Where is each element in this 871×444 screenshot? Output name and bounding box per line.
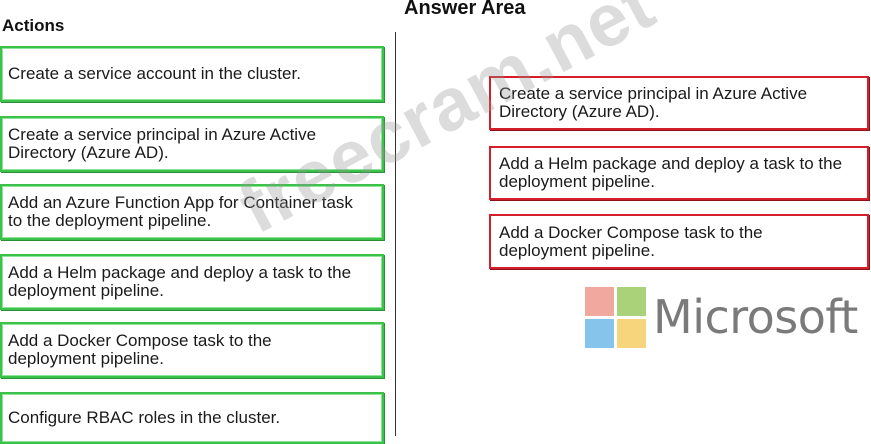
answer-item-label: Create a service principal in Azure Acti… <box>499 84 808 121</box>
answer-item-label: Add a Helm package and deploy a task to … <box>499 154 843 191</box>
logo-square-blue <box>585 319 614 348</box>
action-item-label: Add an Azure Function App for Container … <box>8 193 353 230</box>
action-item-add-function-app-task[interactable]: Add an Azure Function App for Container … <box>0 184 384 240</box>
action-item-label: Create a service principal in Azure Acti… <box>8 125 317 162</box>
action-item-add-docker-compose-task[interactable]: Add a Docker Compose task to the deploym… <box>0 322 384 378</box>
action-item-label: Create a service account in the cluster. <box>8 64 301 83</box>
answer-area-heading: Answer Area <box>404 0 526 19</box>
action-item-create-service-account[interactable]: Create a service account in the cluster. <box>0 46 384 102</box>
actions-heading: Actions <box>2 16 65 35</box>
answer-slot-2[interactable]: Add a Helm package and deploy a task to … <box>489 146 869 200</box>
column-divider <box>395 32 396 436</box>
action-item-create-service-principal[interactable]: Create a service principal in Azure Acti… <box>0 116 384 172</box>
logo-square-green <box>617 287 646 316</box>
logo-square-yellow <box>617 319 646 348</box>
action-item-add-helm-package[interactable]: Add a Helm package and deploy a task to … <box>0 254 384 310</box>
answer-item-label: Add a Docker Compose task to the deploym… <box>499 222 763 260</box>
action-item-label: Configure RBAC roles in the cluster. <box>8 408 281 427</box>
action-item-configure-rbac[interactable]: Configure RBAC roles in the cluster. <box>0 392 384 444</box>
answer-slot-1[interactable]: Create a service principal in Azure Acti… <box>489 76 869 130</box>
microsoft-logo: Microsoft <box>585 287 870 351</box>
answer-slot-3[interactable]: Add a Docker Compose task to the deploym… <box>489 214 869 269</box>
logo-square-red <box>585 287 614 316</box>
action-item-label: Add a Docker Compose task to the deploym… <box>8 331 272 368</box>
action-item-label: Add a Helm package and deploy a task to … <box>8 263 352 300</box>
logo-wordmark: Microsoft <box>653 290 858 344</box>
